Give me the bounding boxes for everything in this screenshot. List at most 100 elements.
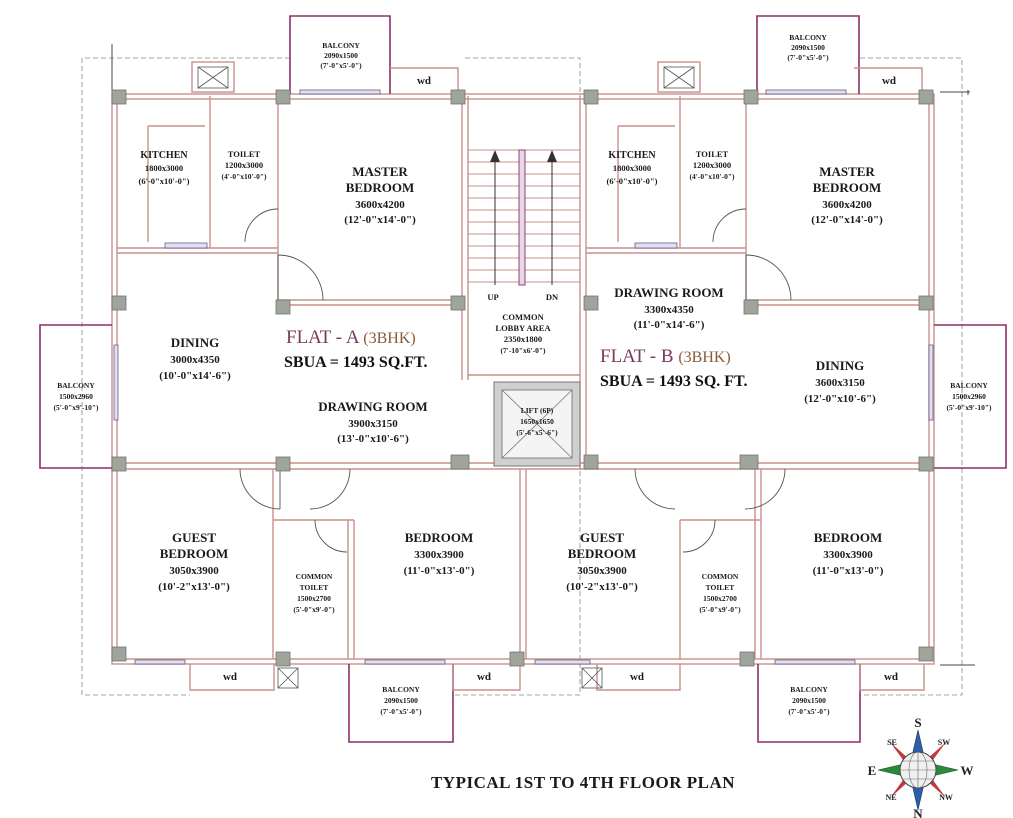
svg-text:(7'-0"x5'-0"): (7'-0"x5'-0") — [380, 707, 422, 716]
svg-text:1500x2700: 1500x2700 — [703, 594, 737, 603]
svg-text:TOILET: TOILET — [696, 149, 729, 159]
svg-text:MASTER: MASTER — [352, 164, 408, 179]
svg-text:BEDROOM: BEDROOM — [814, 530, 883, 545]
svg-text:BEDROOM: BEDROOM — [405, 530, 474, 545]
svg-text:COMMON: COMMON — [296, 572, 333, 581]
doors — [239, 208, 792, 553]
dining-b: DINING 3600x3150 (12'-0"x10'-6") — [804, 358, 876, 405]
bedroom-a: BEDROOM 3300x3900 (11'-0"x13'-0") — [404, 530, 475, 577]
drawing-room-a: DRAWING ROOM 3900x3150 (13'-0"x10'-6") — [318, 399, 427, 445]
svg-text:SBUA = 1493 SQ. FT.: SBUA = 1493 SQ. FT. — [600, 373, 748, 390]
svg-text:BEDROOM: BEDROOM — [813, 180, 882, 195]
common-lobby: COMMON LOBBY AREA 2350x1800 (7'-10"x6'-0… — [495, 312, 551, 355]
svg-text:(7'-0"x5'-0"): (7'-0"x5'-0") — [788, 707, 830, 716]
stair-up-label: UP — [487, 292, 498, 302]
svg-text:(5'-6"x5'-6"): (5'-6"x5'-6") — [516, 428, 558, 437]
svg-text:(12'-0"x14'-0"): (12'-0"x14'-0") — [344, 214, 416, 226]
balcony-top-a: BALCONY 2090x1500 (7'-0"x5'-0") — [320, 41, 362, 70]
svg-text:(13'-0"x10'-6"): (13'-0"x10'-6") — [337, 433, 409, 445]
kitchen-a: KITCHEN 1800x3000 (6'-0"x10'-0") — [139, 150, 190, 186]
svg-text:DINING: DINING — [816, 358, 864, 373]
svg-text:3050x3900: 3050x3900 — [577, 565, 627, 577]
balcony-top-b: BALCONY 2090x1500 (7'-0"x5'-0") — [787, 33, 829, 62]
svg-text:FLAT - A (3BHK): FLAT - A (3BHK) — [286, 327, 416, 348]
svg-text:(6'-0"x10'-0"): (6'-0"x10'-0") — [139, 176, 190, 186]
svg-text:(6'-0"x10'-0"): (6'-0"x10'-0") — [607, 176, 658, 186]
svg-text:LOBBY AREA: LOBBY AREA — [495, 323, 551, 333]
svg-text:(11'-0"x14'-6"): (11'-0"x14'-6") — [634, 319, 705, 331]
svg-text:(12'-0"x14'-0"): (12'-0"x14'-0") — [811, 214, 883, 226]
guest-bedroom-b: GUEST BEDROOM 3050x3900 (10'-2"x13'-0") — [566, 530, 638, 593]
bedroom-b: BEDROOM 3300x3900 (11'-0"x13'-0") — [813, 530, 884, 577]
wardrobe-label: wd — [882, 75, 896, 87]
svg-text:BEDROOM: BEDROOM — [568, 546, 637, 561]
svg-text:1800x3000: 1800x3000 — [613, 163, 651, 173]
svg-text:SW: SW — [938, 738, 950, 747]
svg-text:(5'-0"x9'-10"): (5'-0"x9'-10") — [54, 403, 99, 412]
svg-text:BALCONY: BALCONY — [382, 685, 420, 694]
dining-a: DINING 3000x4350 (10'-0"x14'-6") — [159, 335, 231, 382]
svg-text:2090x1500: 2090x1500 — [791, 43, 825, 52]
balcony-left: BALCONY 1500x2960 (5'-0"x9'-10") — [54, 381, 99, 412]
guest-bedroom-a: GUEST BEDROOM 3050x3900 (10'-2"x13'-0") — [158, 530, 230, 593]
svg-text:(5'-0"x9'-0"): (5'-0"x9'-0") — [699, 605, 741, 614]
balcony-bottom-a: BALCONY 2090x1500 (7'-0"x5'-0") — [380, 685, 422, 716]
svg-text:LIFT (6P): LIFT (6P) — [521, 406, 554, 415]
svg-text:(12'-0"x10'-6"): (12'-0"x10'-6") — [804, 393, 876, 405]
svg-text:GUEST: GUEST — [172, 530, 216, 545]
svg-text:W: W — [961, 763, 974, 778]
kitchen-b: KITCHEN 1800x3000 (6'-0"x10'-0") — [607, 150, 658, 186]
svg-text:3050x3900: 3050x3900 — [169, 565, 219, 577]
compass-icon: S N E W SE SW NE NW — [868, 715, 974, 818]
svg-text:MASTER: MASTER — [819, 164, 875, 179]
svg-text:DRAWING ROOM: DRAWING ROOM — [614, 285, 723, 300]
wardrobe-label: wd — [630, 671, 644, 683]
svg-text:1650x1650: 1650x1650 — [520, 417, 554, 426]
svg-text:FLAT - B (3BHK): FLAT - B (3BHK) — [600, 346, 731, 367]
svg-text:TOILET: TOILET — [228, 149, 261, 159]
plan-title: TYPICAL 1ST TO 4TH FLOOR PLAN — [431, 773, 735, 792]
lift-label: LIFT (6P) 1650x1650 (5'-6"x5'-6") — [516, 406, 558, 437]
staircase — [468, 149, 580, 286]
stair-down-label: DN — [546, 292, 559, 302]
svg-text:1200x3000: 1200x3000 — [693, 160, 731, 170]
svg-text:(7'-10"x6'-0"): (7'-10"x6'-0") — [501, 346, 546, 355]
svg-text:1500x2700: 1500x2700 — [297, 594, 331, 603]
svg-text:BALCONY: BALCONY — [57, 381, 95, 390]
svg-text:(11'-0"x13'-0"): (11'-0"x13'-0") — [404, 565, 475, 577]
svg-text:3000x4350: 3000x4350 — [170, 354, 220, 366]
svg-text:3300x4350: 3300x4350 — [644, 304, 694, 316]
svg-text:BALCONY: BALCONY — [950, 381, 988, 390]
svg-text:S: S — [914, 715, 921, 730]
svg-text:3900x3150: 3900x3150 — [348, 418, 398, 430]
svg-text:(5'-0"x9'-0"): (5'-0"x9'-0") — [293, 605, 335, 614]
svg-text:BEDROOM: BEDROOM — [346, 180, 415, 195]
svg-text:3300x3900: 3300x3900 — [823, 549, 873, 561]
balcony-right: BALCONY 1500x2960 (5'-0"x9'-10") — [947, 381, 992, 412]
svg-text:(4'-0"x10'-0"): (4'-0"x10'-0") — [690, 172, 735, 181]
svg-text:SBUA = 1493 SQ.FT.: SBUA = 1493 SQ.FT. — [284, 354, 428, 371]
svg-text:KITCHEN: KITCHEN — [140, 150, 188, 161]
svg-text:GUEST: GUEST — [580, 530, 624, 545]
svg-text:(7'-0"x5'-0"): (7'-0"x5'-0") — [787, 53, 829, 62]
svg-text:KITCHEN: KITCHEN — [608, 150, 656, 161]
common-toilet-a: COMMON TOILET 1500x2700 (5'-0"x9'-0") — [293, 572, 335, 614]
svg-text:(10'-0"x14'-6"): (10'-0"x14'-6") — [159, 370, 231, 382]
flat-b-label: FLAT - B (3BHK) SBUA = 1493 SQ. FT. — [600, 346, 748, 390]
wardrobe-label: wd — [884, 671, 898, 683]
svg-text:(11'-0"x13'-0"): (11'-0"x13'-0") — [813, 565, 884, 577]
svg-text:BEDROOM: BEDROOM — [160, 546, 229, 561]
common-toilet-b: COMMON TOILET 1500x2700 (5'-0"x9'-0") — [699, 572, 741, 614]
svg-text:E: E — [868, 763, 877, 778]
svg-text:COMMON: COMMON — [702, 572, 739, 581]
svg-text:COMMON: COMMON — [502, 312, 544, 322]
svg-text:1200x3000: 1200x3000 — [225, 160, 263, 170]
svg-text:N: N — [913, 806, 923, 818]
svg-text:BALCONY: BALCONY — [790, 685, 828, 694]
svg-text:3600x3150: 3600x3150 — [815, 377, 865, 389]
svg-text:(7'-0"x5'-0"): (7'-0"x5'-0") — [320, 61, 362, 70]
svg-text:1500x2960: 1500x2960 — [59, 392, 93, 401]
lift-shaft — [493, 381, 581, 467]
wardrobe-label: wd — [223, 671, 237, 683]
